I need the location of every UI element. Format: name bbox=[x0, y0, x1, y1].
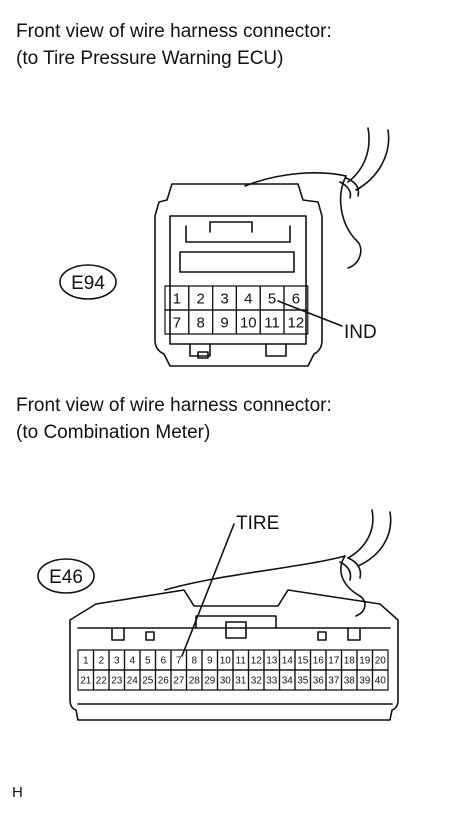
e94-housing bbox=[154, 183, 323, 367]
terminal-number: 31 bbox=[235, 676, 247, 687]
ind-label: IND bbox=[344, 322, 377, 343]
e46-key-left-small bbox=[145, 631, 155, 641]
terminal-number: 4 bbox=[129, 656, 135, 667]
terminal-cell bbox=[283, 309, 309, 335]
e94-id-oval bbox=[59, 264, 117, 300]
terminal-number: 8 bbox=[191, 656, 197, 667]
terminal-number: 2 bbox=[98, 656, 104, 667]
connector-2-heading: Front view of wire harness connector: (t… bbox=[16, 392, 332, 446]
terminal-number: 40 bbox=[375, 676, 387, 687]
terminal-number: 13 bbox=[266, 656, 278, 667]
e46-key-right bbox=[347, 627, 361, 641]
terminal-number: 34 bbox=[282, 676, 294, 687]
terminal-number: 4 bbox=[244, 290, 252, 307]
terminal-number: 6 bbox=[160, 656, 166, 667]
terminal-number: 35 bbox=[297, 676, 309, 687]
terminal-number: 1 bbox=[83, 656, 89, 667]
footer-mark: H bbox=[12, 784, 23, 801]
e94-wire-bundle bbox=[244, 127, 390, 269]
connector-2-heading-line2: (to Combination Meter) bbox=[16, 422, 211, 443]
terminal-number: 5 bbox=[145, 656, 151, 667]
e94-id-label: E94 bbox=[71, 273, 105, 294]
terminal-number: 28 bbox=[189, 676, 201, 687]
terminal-number: 9 bbox=[220, 314, 228, 331]
terminal-number: 12 bbox=[288, 314, 305, 331]
e46-housing bbox=[69, 589, 399, 721]
tire-leader-line bbox=[181, 523, 235, 657]
e46-wire-bundle bbox=[164, 509, 392, 617]
e94-top-rail bbox=[185, 225, 291, 243]
e46-id-label: E46 bbox=[49, 567, 83, 588]
terminal-number: 29 bbox=[204, 676, 216, 687]
e94-bottom-notch bbox=[197, 351, 209, 359]
connector-1-heading-line1: Front view of wire harness connector: bbox=[16, 21, 332, 42]
terminal-number: 1 bbox=[173, 290, 181, 307]
terminal-number: 25 bbox=[142, 676, 154, 687]
terminal-number: 11 bbox=[236, 656, 247, 667]
e94-lock bbox=[209, 221, 253, 233]
terminal-number: 10 bbox=[240, 314, 257, 331]
tire-label: TIRE bbox=[236, 513, 279, 534]
terminal-number: 33 bbox=[266, 676, 278, 687]
connector-1-heading-line2: (to Tire Pressure Warning ECU) bbox=[16, 48, 284, 69]
terminal-number: 5 bbox=[268, 290, 276, 307]
terminal-number: 7 bbox=[176, 656, 182, 667]
terminal-number: 38 bbox=[344, 676, 356, 687]
terminal-number: 32 bbox=[251, 676, 263, 687]
terminal-number: 16 bbox=[313, 656, 325, 667]
terminal-number: 6 bbox=[292, 290, 300, 307]
terminal-number: 27 bbox=[173, 676, 185, 687]
terminal-number: 10 bbox=[220, 656, 232, 667]
terminal-number: 24 bbox=[127, 676, 139, 687]
terminal-number: 23 bbox=[111, 676, 123, 687]
terminal-number: 22 bbox=[96, 676, 108, 687]
connector-1-heading: Front view of wire harness connector: (t… bbox=[16, 18, 332, 72]
terminal-number: 19 bbox=[359, 656, 371, 667]
terminal-number: 9 bbox=[207, 656, 213, 667]
terminal-number: 11 bbox=[264, 314, 280, 331]
e46-key-left bbox=[111, 627, 125, 641]
terminal-number: 12 bbox=[251, 656, 263, 667]
terminal-number: 3 bbox=[114, 656, 120, 667]
e94-bottom-tab-right bbox=[265, 343, 287, 357]
connector-2-heading-line1: Front view of wire harness connector: bbox=[16, 395, 332, 416]
e46-lock-tab bbox=[225, 621, 247, 639]
terminal-number: 15 bbox=[297, 656, 309, 667]
terminal-number: 37 bbox=[328, 676, 340, 687]
e94-guide-slot bbox=[179, 251, 295, 273]
terminal-number: 14 bbox=[282, 656, 294, 667]
terminal-number: 21 bbox=[80, 676, 92, 687]
terminal-number: 8 bbox=[197, 314, 205, 331]
terminal-number: 17 bbox=[328, 656, 340, 667]
terminal-number: 36 bbox=[313, 676, 325, 687]
terminal-number: 3 bbox=[220, 290, 228, 307]
terminal-number: 39 bbox=[359, 676, 371, 687]
e94-inner-frame bbox=[169, 215, 307, 345]
e46-key-right-small bbox=[317, 631, 327, 641]
terminal-number: 2 bbox=[197, 290, 205, 307]
terminal-number: 7 bbox=[173, 314, 181, 331]
e94-bottom-tab-left bbox=[189, 343, 211, 357]
terminal-number: 18 bbox=[344, 656, 356, 667]
terminal-number: 20 bbox=[375, 656, 387, 667]
terminal-number: 26 bbox=[158, 676, 170, 687]
e46-id-oval bbox=[37, 558, 95, 594]
ind-leader-line bbox=[277, 300, 343, 327]
terminal-cell bbox=[371, 669, 389, 691]
terminal-number: 30 bbox=[220, 676, 232, 687]
